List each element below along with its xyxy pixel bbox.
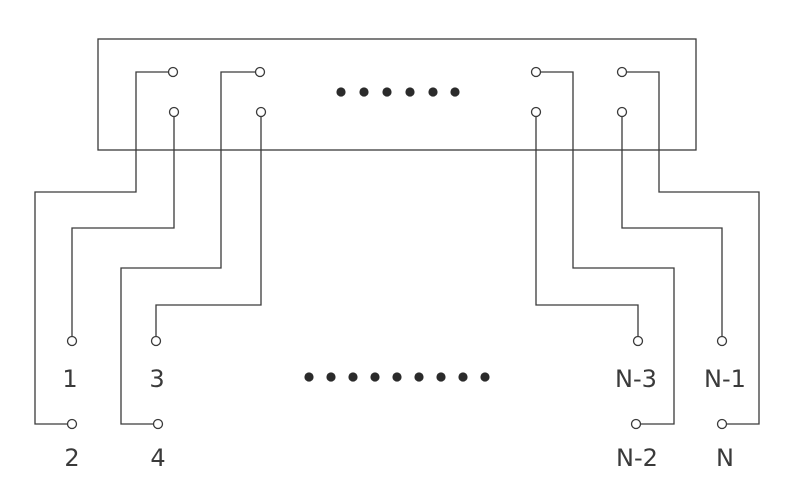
label-terminal-2: 2	[64, 444, 79, 472]
ellipsis-dot	[414, 372, 424, 382]
label-terminal-3: 3	[149, 365, 164, 393]
wire-3	[155, 112, 262, 336]
ellipsis-dot	[428, 87, 438, 97]
terminal-n1	[716, 335, 728, 347]
ellipsis-dot	[370, 372, 380, 382]
wire-1	[71, 112, 175, 336]
wire-n	[627, 71, 760, 425]
label-terminal-1: 1	[62, 365, 77, 393]
wire-n3	[535, 112, 639, 336]
terminal-ellipsis	[304, 372, 490, 382]
ellipsis-dot	[382, 87, 392, 97]
label-terminal-n2: N-2	[616, 444, 658, 472]
wire-n1	[621, 112, 723, 336]
pin-bottom-2	[255, 106, 267, 118]
pin-top-1	[167, 66, 179, 78]
label-terminal-n1: N-1	[704, 365, 746, 393]
pin-top-4	[616, 66, 628, 78]
label-terminal-4: 4	[150, 444, 165, 472]
ellipsis-dot	[436, 372, 446, 382]
pin-bottom-1	[168, 106, 180, 118]
wire-4	[120, 71, 255, 425]
pin-bottom-3	[530, 106, 542, 118]
label-terminal-n3: N-3	[615, 365, 657, 393]
connector-housing	[97, 38, 697, 151]
terminal-2	[66, 418, 78, 430]
pin-bottom-4	[616, 106, 628, 118]
ellipsis-dot	[359, 87, 369, 97]
ellipsis-dot	[392, 372, 402, 382]
pin-top-3	[530, 66, 542, 78]
wire-n2	[541, 71, 675, 425]
ellipsis-dot	[450, 87, 460, 97]
ellipsis-dot	[405, 87, 415, 97]
terminal-n	[716, 418, 728, 430]
ellipsis-dot	[348, 372, 358, 382]
wire-2	[34, 71, 168, 425]
pin-top-2	[254, 66, 266, 78]
label-terminal-n: N	[716, 444, 734, 472]
terminal-1	[66, 335, 78, 347]
ellipsis-dot	[304, 372, 314, 382]
ellipsis-dot	[458, 372, 468, 382]
ellipsis-dot	[480, 372, 490, 382]
connector-ellipsis	[336, 87, 460, 97]
ellipsis-dot	[336, 87, 346, 97]
terminal-4	[152, 418, 164, 430]
ellipsis-dot	[326, 372, 336, 382]
terminal-n3	[632, 335, 644, 347]
terminal-n2	[630, 418, 642, 430]
terminal-3	[150, 335, 162, 347]
